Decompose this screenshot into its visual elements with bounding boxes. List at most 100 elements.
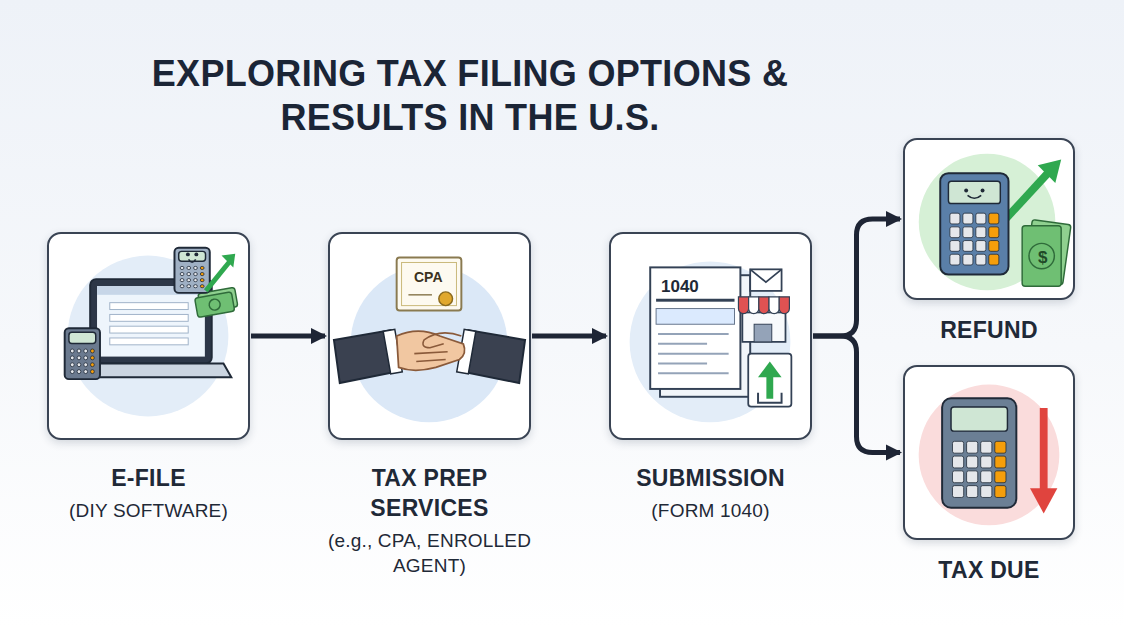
illustration-part [194,279,198,282]
illustration-part [77,349,81,353]
illustration-part [70,356,74,360]
node-caption: REFUND [889,316,1089,346]
illustration-part [187,285,191,288]
illustration-part [758,361,782,377]
illustration-part [952,471,963,483]
illustration-part [187,272,191,275]
illustration-part [658,362,707,364]
node-subtitle: (FORM 1040) [591,498,831,524]
illustration-part [200,279,204,282]
illustration-part [187,279,191,282]
illustration-part [940,173,1008,274]
illustration-part [967,486,978,498]
illustration-part [179,251,206,261]
node-caption: TAX DUE [889,556,1089,586]
illustration-part [963,227,973,238]
illustration-label: $ [1038,249,1047,266]
illustration-part [200,285,204,288]
illustration-part [84,356,88,360]
illustration-part [967,456,978,468]
tax-prep-box: TAX PREP SERVICES(e.g., CPA, ENROLLED AG… [328,232,531,440]
node-title: SUBMISSION [591,464,831,494]
illustration-part [750,269,781,282]
illustration-part [69,332,96,343]
node-subtitle: (DIY SOFTWARE) [29,498,269,524]
illustration-part [110,303,188,310]
illustration-part [91,349,95,353]
refund-box: REFUND$ [903,138,1075,300]
illustration-part [189,259,196,262]
illustration-part [981,189,985,193]
node-title: E-FILE [29,464,269,494]
illustration-part [1038,160,1061,183]
illustration-part [759,297,769,314]
illustration-part [208,298,221,311]
illustration-part [656,299,734,302]
efile-box: E-FILE(DIY SOFTWARE) [47,232,250,440]
illustration-part [950,254,960,265]
node-title: TAX DUE [889,556,1089,586]
illustration-part [738,297,748,314]
illustration-part [981,456,992,468]
illustration-part [194,252,198,256]
illustration-part [439,292,453,306]
illustration-part [995,471,1006,483]
illustration-part [919,385,1060,526]
illustration-part [180,272,184,275]
illustration-part [68,256,229,417]
illustration-part [754,324,772,342]
illustration-part [989,254,999,265]
node-caption: E-FILE (DIY SOFTWARE) [29,464,269,524]
illustration [905,367,1073,538]
illustration-part [97,286,205,357]
illustration-part [77,363,81,367]
illustration-part [769,297,779,314]
illustration-part [110,338,188,345]
illustration-part [976,227,986,238]
illustration-part [1040,408,1048,494]
flow-arrow [813,219,900,336]
illustration-part [195,292,235,318]
illustration-part [110,314,188,321]
illustration-part [222,254,236,268]
node-caption: SUBMISSION (FORM 1040) [591,464,831,524]
illustration-part [187,266,191,269]
illustration-label: 1040 [661,278,699,295]
illustration-part [200,272,204,275]
illustration-label: CPA [414,270,443,284]
illustration-part [976,213,986,224]
illustration-part [658,343,707,345]
illustration [49,234,248,438]
illustration-part [414,333,461,362]
submission-box: SUBMISSION(FORM 1040)1040 [609,232,812,440]
illustration-part [995,456,1006,468]
flow-arrow [532,334,606,339]
illustration-part [995,486,1006,498]
illustration-part [989,241,999,252]
illustration-part [976,241,986,252]
node-title: TAX PREP SERVICES [315,464,545,524]
illustration-part [742,312,785,341]
illustration-part [70,349,74,353]
illustration-part [952,441,963,453]
illustration-part [968,195,982,198]
illustration-part [942,398,1016,507]
illustration-part [180,279,184,282]
illustration-part [180,266,184,269]
illustration-part [989,227,999,238]
illustration-part [658,333,729,335]
illustration-part [408,294,432,295]
illustration-part [70,363,74,367]
illustration-part [194,272,198,275]
illustration-part [1030,488,1057,513]
node-subtitle: (e.g., CPA, ENROLLED AGENT) [315,528,545,579]
illustration-part [174,248,209,293]
illustration-part [650,267,740,389]
illustration [330,234,529,438]
illustration-part [950,227,960,238]
illustration-part [91,370,95,374]
illustration-part [952,486,963,498]
flow-arrow [251,334,325,339]
illustration-part [77,356,81,360]
